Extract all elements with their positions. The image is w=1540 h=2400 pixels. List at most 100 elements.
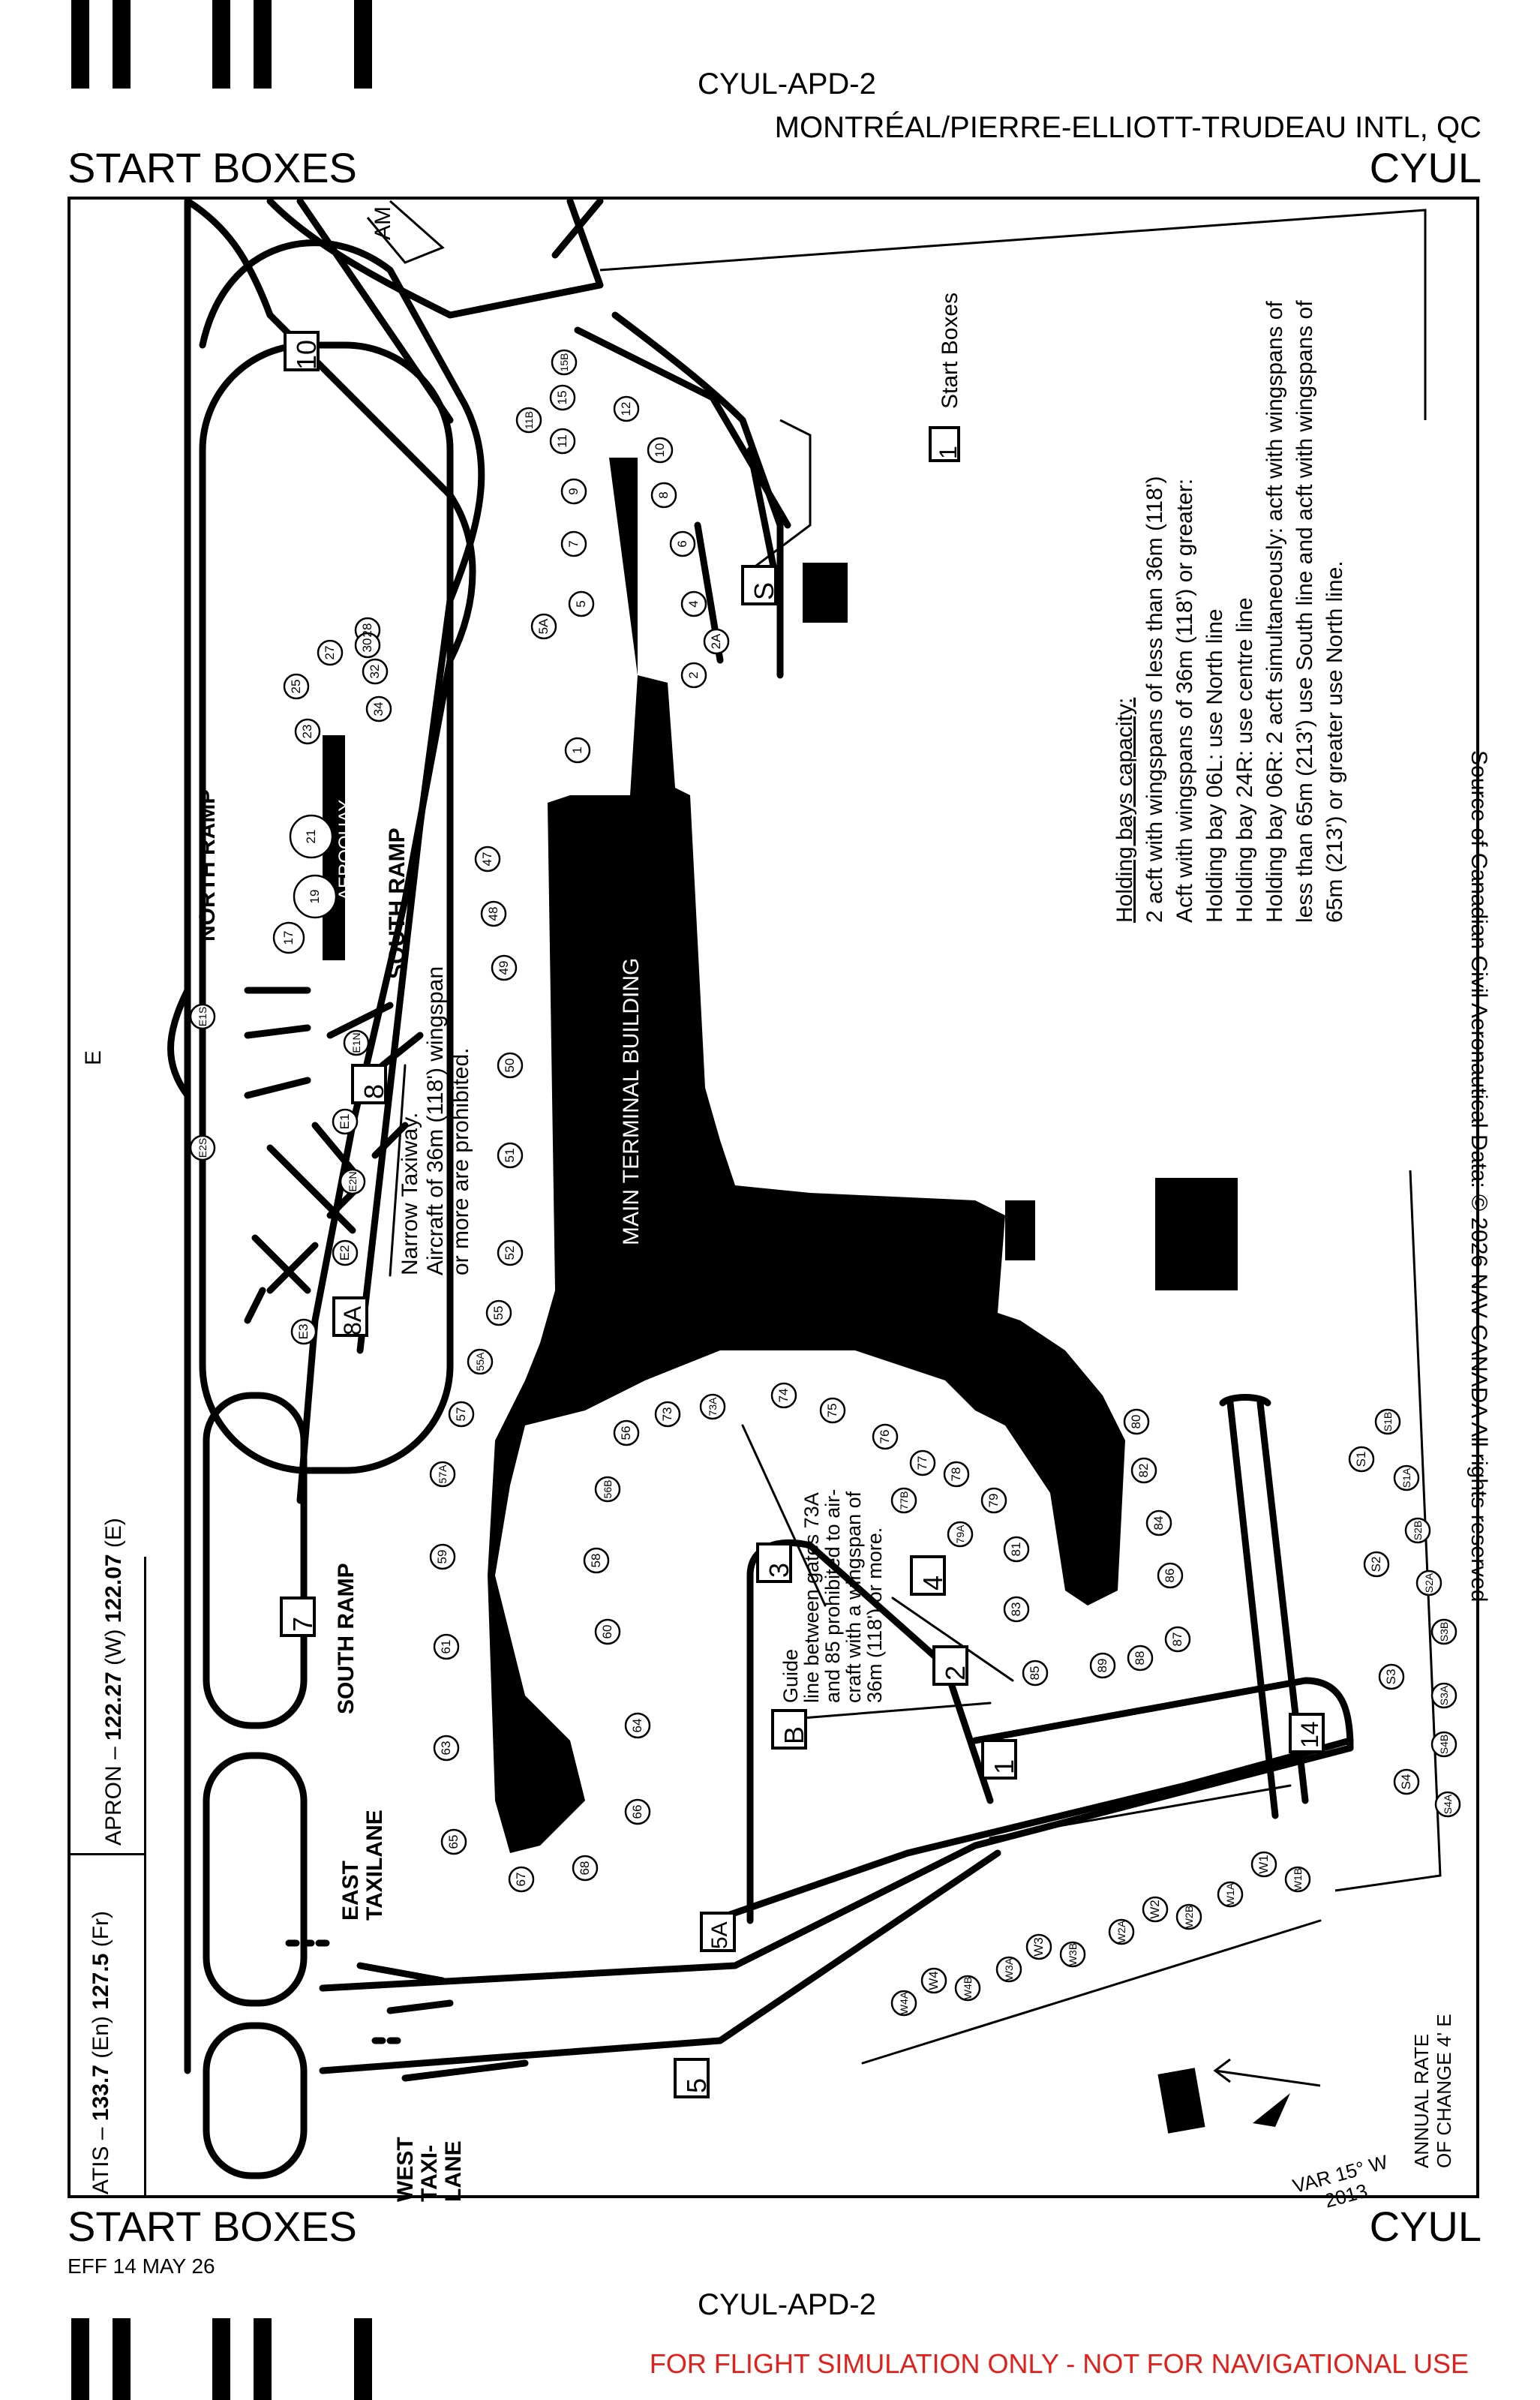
gate-55a	[467, 1348, 494, 1375]
gate-label: 25	[289, 679, 303, 694]
start-box-label-8a: 8A	[339, 1305, 366, 1335]
gate-label: 11	[555, 434, 569, 448]
gate-57	[448, 1401, 475, 1428]
gate-label: 67	[514, 1872, 528, 1887]
gate-label: W4B	[962, 1976, 974, 2000]
gate-label: 5A	[536, 618, 551, 635]
gate-50	[497, 1052, 524, 1079]
holding-bays-line: 2 acft with wingspans of less than 36m (…	[1142, 476, 1167, 923]
gate-label: 32	[368, 664, 382, 679]
gate-label: S1	[1354, 1451, 1368, 1467]
gate-label: W3	[1031, 1937, 1046, 1957]
gate-11b	[515, 407, 542, 434]
gate-label: 15	[555, 390, 569, 405]
gate-label: S1A	[1400, 1467, 1412, 1488]
gate-label: 4	[686, 600, 701, 608]
gate-label: 74	[776, 1388, 791, 1403]
gate-s3a	[1430, 1682, 1457, 1709]
start-box-3	[756, 1542, 792, 1583]
holding-bays-line: Acft with wingspans of 36m (118') or gre…	[1172, 478, 1197, 923]
building	[1155, 1178, 1238, 1290]
gate-60	[594, 1618, 621, 1645]
gate-label: 11B	[523, 411, 535, 429]
gate-label: 56	[619, 1425, 633, 1440]
start-box-1	[981, 1739, 1017, 1780]
gate-label: 56B	[602, 1479, 614, 1499]
gate-25	[283, 673, 310, 700]
gate-label: 2	[686, 671, 701, 679]
page-title: START BOXES	[68, 144, 357, 191]
start-box-14	[1289, 1713, 1325, 1753]
gate-78	[943, 1461, 970, 1488]
gate-w3	[1025, 1933, 1052, 1960]
gate-label: 63	[439, 1741, 453, 1756]
gate-label: 23	[300, 724, 314, 739]
gate-30	[354, 632, 381, 659]
gate-48	[480, 900, 507, 927]
gate-19	[293, 874, 338, 919]
gate-11	[549, 428, 576, 455]
gate-56	[613, 1419, 640, 1446]
start-box-4	[910, 1555, 946, 1596]
gate-label: 87	[1170, 1632, 1184, 1647]
gate-w1b	[1284, 1866, 1311, 1893]
gate-27	[317, 639, 344, 666]
start-box-label-14: 14	[1296, 1721, 1323, 1748]
gate-label: 85	[1028, 1666, 1042, 1681]
gate-label: 79A	[954, 1524, 966, 1544]
gate-label: W4	[926, 1971, 941, 1990]
legend-box-sample	[929, 426, 960, 462]
legend-label: Start Boxes	[938, 292, 962, 409]
gate-6	[669, 530, 696, 557]
registration-bar	[212, 0, 230, 89]
magnetic-arrow-head	[1213, 2058, 1231, 2083]
gate-w3b	[1059, 1941, 1086, 1968]
gate-s1a	[1393, 1464, 1420, 1491]
legend-sample-label: 1	[935, 446, 962, 459]
gate-label: 89	[1095, 1658, 1109, 1673]
gate-e2n	[339, 1168, 366, 1195]
gate-label: 1	[570, 746, 584, 754]
gate-label: 73A	[707, 1397, 719, 1416]
airport-name: MONTRÉAL/PIERRE-ELLIOTT-TRUDEAU INTL, QC	[774, 111, 1481, 144]
gate-s4	[1393, 1768, 1420, 1795]
registration-bar	[254, 0, 272, 89]
gate-s2	[1363, 1551, 1390, 1578]
gate-label: 7	[566, 540, 581, 548]
gate-82	[1130, 1457, 1157, 1484]
gate-e1	[332, 1108, 359, 1135]
gate-79	[980, 1487, 1007, 1514]
gate-label: 86	[1163, 1568, 1177, 1583]
gate-label: S4A	[1442, 1794, 1454, 1815]
gate-80	[1123, 1408, 1150, 1435]
gate-label: S1B	[1382, 1411, 1394, 1432]
gate-s3b	[1430, 1618, 1457, 1645]
gate-label: 88	[1133, 1651, 1147, 1666]
gate-77	[909, 1449, 936, 1476]
gate-label: 55A	[474, 1352, 486, 1371]
gate-51	[497, 1142, 524, 1169]
gate-s1b	[1374, 1408, 1401, 1435]
gate-67	[508, 1866, 535, 1893]
building	[1005, 1200, 1035, 1260]
gate-label: 51	[503, 1148, 517, 1163]
gate-8	[650, 482, 677, 509]
gate-label: W1A	[1224, 1882, 1236, 1906]
gate-86	[1157, 1562, 1184, 1589]
gate-label: 60	[600, 1624, 614, 1639]
registration-bar	[212, 2318, 230, 2400]
gate-76	[872, 1423, 899, 1450]
gate-label: 10	[653, 443, 667, 458]
gate-e3	[290, 1318, 317, 1345]
gate-21	[289, 814, 334, 859]
gate-87	[1164, 1626, 1191, 1653]
holding-bays-title: Holding bays capacity:	[1112, 697, 1137, 923]
gate-5	[568, 590, 595, 617]
holding-bays-note: Holding bays capacity: 2 acft with wings…	[1110, 300, 1350, 923]
gate-e2s	[189, 1134, 216, 1161]
gate-label: E1N	[350, 1032, 362, 1053]
start-box-s	[741, 565, 777, 605]
gate-5a	[530, 613, 557, 640]
gate-label: 5	[574, 600, 588, 608]
gate-label: 12	[619, 401, 633, 416]
